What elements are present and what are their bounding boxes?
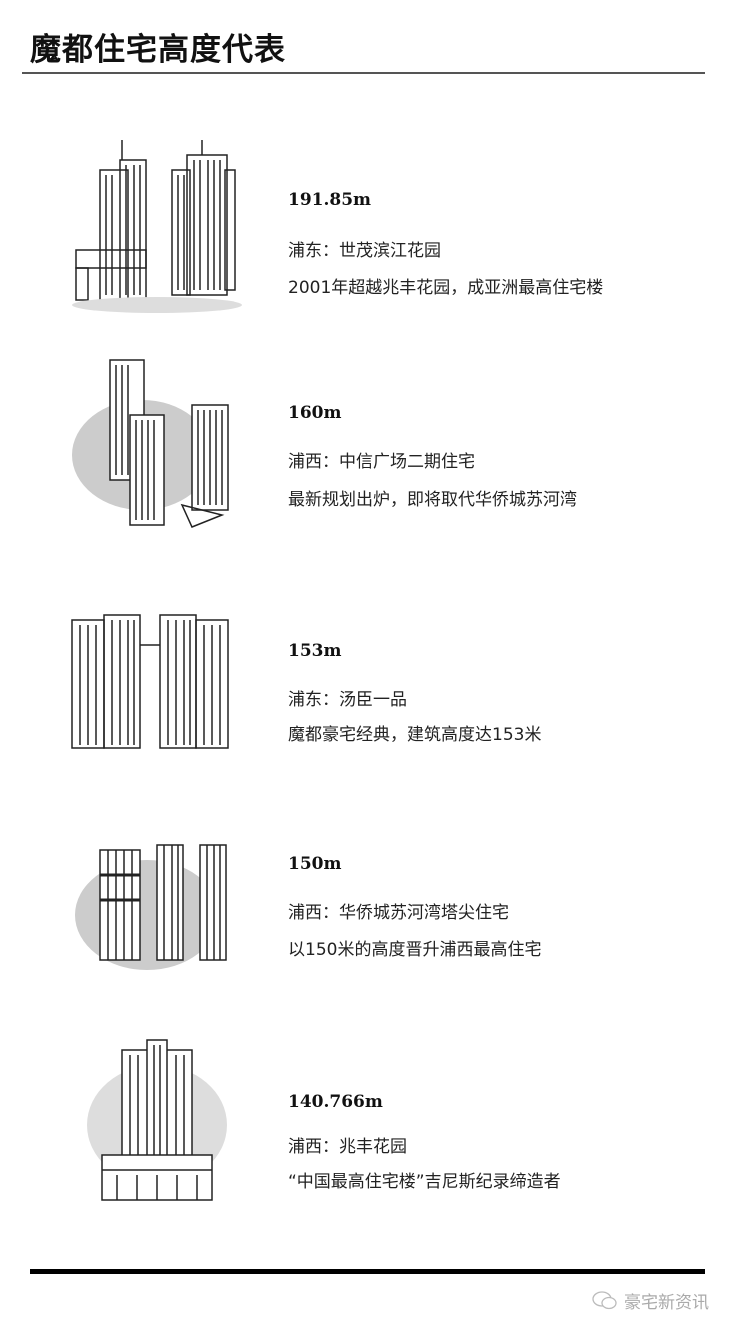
item-description: 2001年超越兆丰花园，成亚洲最高住宅楼 <box>288 278 604 298</box>
building-sketch-citic <box>72 359 229 528</box>
item-height: 150m <box>288 854 342 874</box>
item-height: 140.766m <box>288 1092 383 1112</box>
building-sketch-zhaofeng <box>87 1039 227 1201</box>
building-item: 140.766m 浦西：兆丰花园 “中国最高住宅楼”吉尼斯纪录缔造者 <box>0 1035 740 1235</box>
item-location: 浦东：汤臣一品 <box>288 690 407 710</box>
item-description: 魔都豪宅经典，建筑高度达153米 <box>288 725 542 745</box>
title-divider <box>22 72 705 74</box>
building-sketch-tomson <box>71 614 229 749</box>
item-height: 191.85m <box>288 190 372 210</box>
building-item: 153m 浦东：汤臣一品 魔都豪宅经典，建筑高度达153米 <box>0 605 740 805</box>
watermark-text: 豪宅新资讯 <box>624 1293 709 1313</box>
item-location: 浦西：华侨城苏河湾塔尖住宅 <box>288 903 509 923</box>
item-height: 160m <box>288 403 342 423</box>
wechat-icon <box>592 1290 617 1309</box>
item-description: 最新规划出炉，即将取代华侨城苏河湾 <box>288 490 577 510</box>
building-item: 160m 浦西：中信广场二期住宅 最新规划出炉，即将取代华侨城苏河湾 <box>0 355 740 555</box>
item-location: 浦东：世茂滨江花园 <box>288 241 441 261</box>
item-description: 以150米的高度晋升浦西最高住宅 <box>288 940 542 960</box>
item-height: 153m <box>288 641 342 661</box>
building-sketch-shimao <box>72 140 242 313</box>
footer-bar <box>30 1269 705 1274</box>
item-description: “中国最高住宅楼”吉尼斯纪录缔造者 <box>288 1172 561 1192</box>
watermark: 豪宅新资讯 <box>592 1288 709 1313</box>
item-location: 浦西：中信广场二期住宅 <box>288 452 475 472</box>
building-item: 191.85m 浦东：世茂滨江花园 2001年超越兆丰花园，成亚洲最高住宅楼 <box>0 140 740 340</box>
item-location: 浦西：兆丰花园 <box>288 1137 407 1157</box>
building-sketch-suhewan <box>75 844 227 970</box>
building-item: 150m 浦西：华侨城苏河湾塔尖住宅 以150米的高度晋升浦西最高住宅 <box>0 820 740 1020</box>
page-title: 魔都住宅高度代表 <box>30 32 286 68</box>
